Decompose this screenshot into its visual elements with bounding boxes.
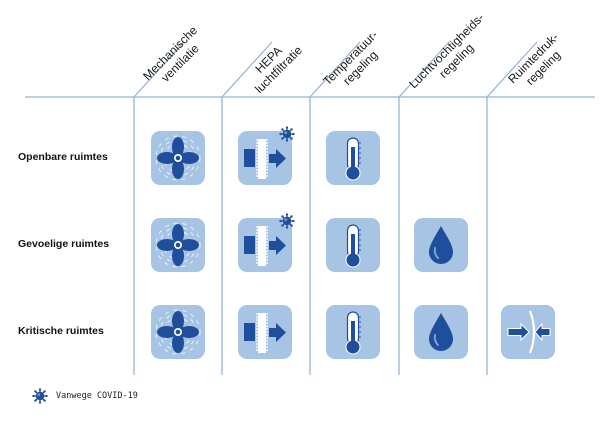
droplet-icon	[414, 305, 468, 359]
pressure-icon	[501, 305, 555, 359]
thermometer-icon	[326, 131, 380, 185]
droplet-icon	[414, 218, 468, 272]
thermometer-icon	[326, 218, 380, 272]
row-label-critical: Kritische ruimtes	[18, 325, 104, 337]
hepa-filter-icon	[238, 126, 295, 185]
fan-icon	[151, 218, 205, 272]
hepa-filter-icon	[238, 305, 292, 359]
hepa-filter-icon	[238, 213, 295, 272]
fan-icon	[151, 305, 205, 359]
fan-icon	[151, 131, 205, 185]
covid-marker-icon	[279, 126, 295, 142]
row-label-public: Openbare ruimtes	[18, 151, 108, 163]
virus-icon	[32, 388, 48, 404]
row-label-sensitive: Gevoelige ruimtes	[18, 238, 110, 250]
legend-label: Vanwege COVID-19	[56, 391, 138, 401]
covid-marker-icon	[279, 213, 295, 229]
thermometer-icon	[326, 305, 380, 359]
